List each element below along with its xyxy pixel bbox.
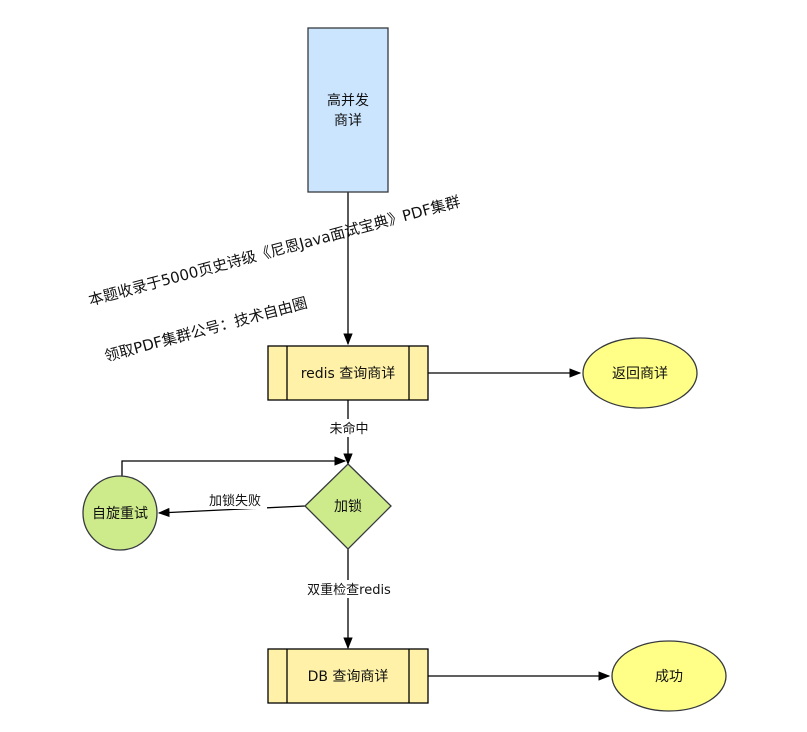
- redis-query-node: redis 查询商详: [267, 345, 429, 401]
- return-ellipse: [582, 337, 698, 409]
- lock-diamond: [304, 463, 392, 550]
- spin-retry-node: 自旋重试: [82, 475, 158, 551]
- return-label: 返回商详: [612, 366, 668, 382]
- edges: [121, 192, 611, 681]
- success-node: 成功: [611, 640, 727, 712]
- lock-label: 加锁: [334, 499, 362, 515]
- return-node: 返回商详: [582, 337, 698, 409]
- success-label: 成功: [655, 669, 683, 685]
- lock-node: 加锁: [304, 463, 392, 550]
- edge-label-miss: 未命中: [329, 421, 368, 437]
- success-ellipse: [611, 640, 727, 712]
- db-query-node: DB 查询商详: [267, 648, 429, 704]
- start-node: 高并发 商详: [307, 27, 389, 193]
- edge-spin-to-lock: [121, 456, 347, 477]
- spin-retry-label: 自旋重试: [92, 506, 148, 522]
- db-query-label: DB 查询商详: [308, 669, 389, 685]
- start-node-line1: 高并发: [327, 92, 369, 109]
- spin-retry-circle: [82, 475, 158, 551]
- redis-query-box: [267, 345, 429, 401]
- edge-lock-to-spin: [157, 505, 306, 518]
- edge-label-lock-fail: 加锁失败: [209, 493, 261, 509]
- edge-label-double-check: 双重检查redis: [307, 582, 391, 598]
- db-query-box: [267, 648, 429, 704]
- start-node-box: [307, 27, 389, 193]
- redis-query-label: redis 查询商详: [301, 366, 396, 382]
- start-node-line2: 商详: [334, 113, 362, 129]
